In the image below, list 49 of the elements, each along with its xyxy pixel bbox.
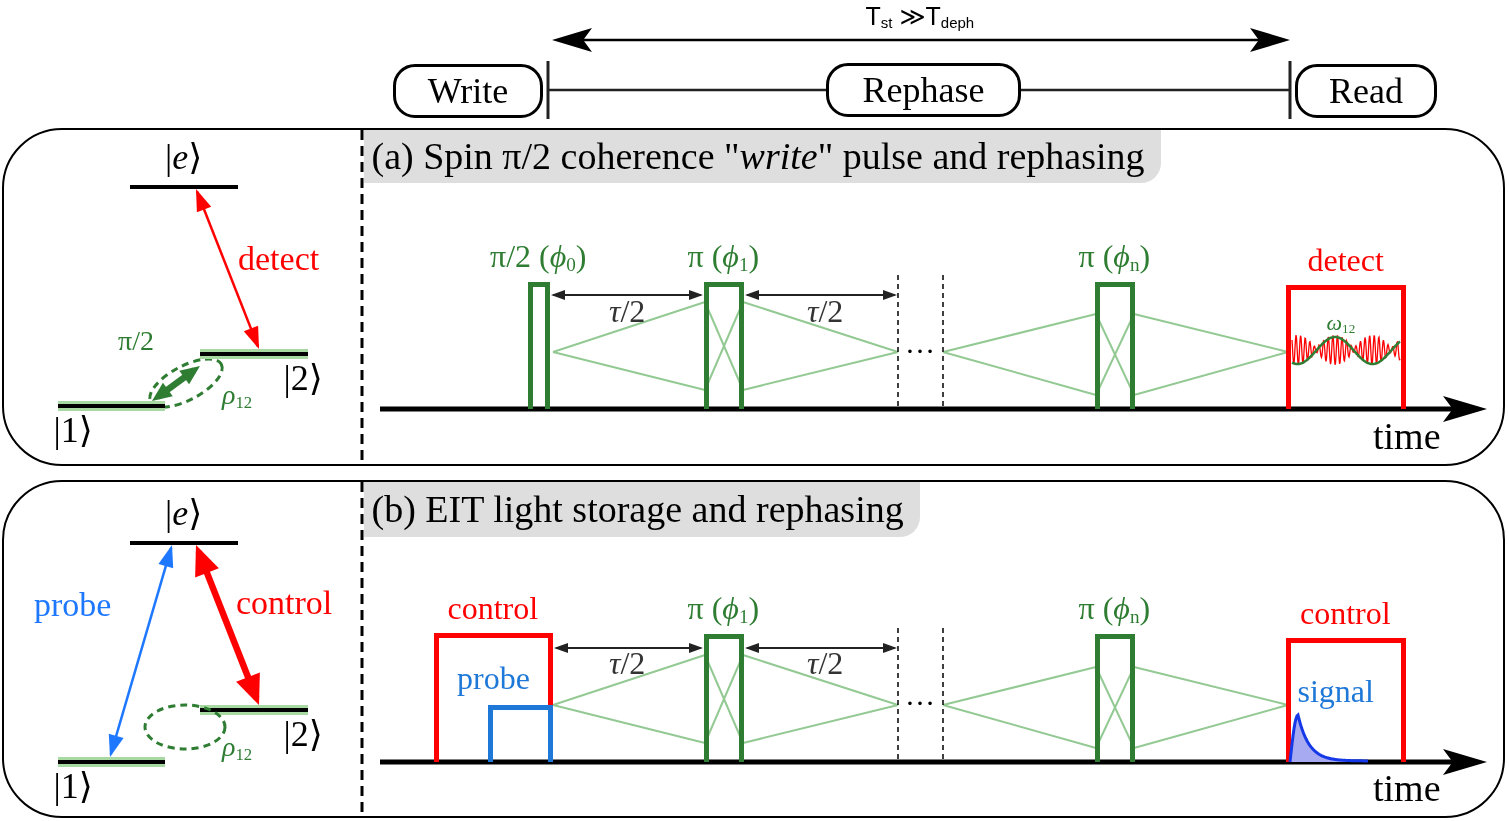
edge-label: π/2 (118, 326, 154, 357)
edge-label: τ/2 (807, 646, 844, 682)
pulse-label: control (447, 590, 539, 626)
stage-box: Write (393, 64, 543, 118)
state-label: |e⟩ (165, 493, 203, 534)
pulse-label: detect (1307, 242, 1384, 278)
pulse-label: π (ϕ$_{n}$) (1078, 238, 1151, 274)
stage-box: Read (1295, 64, 1437, 118)
panel-title: (b) EIT light storage and rephasing (363, 482, 920, 537)
state-label: |2⟩ (283, 358, 323, 399)
double-arrow (745, 290, 897, 300)
panel-frame (2, 128, 1505, 466)
edge-label: τ/2 (609, 294, 646, 330)
edge-label: detect (238, 240, 320, 278)
panel-frame (2, 480, 1505, 818)
axis-label: time (1373, 768, 1441, 810)
double-arrow (108, 545, 174, 757)
timeline-line (1021, 61, 1292, 119)
double-arrow (195, 545, 260, 705)
state-label: |e⟩ (165, 137, 203, 178)
ellipsis-text: … (905, 326, 935, 359)
timeline-line (546, 61, 826, 119)
double-arrow (745, 643, 897, 653)
state-label: |1⟩ (53, 410, 93, 451)
double-arrow (554, 643, 703, 653)
pulse-label: control (1300, 595, 1391, 631)
stage-box: Rephase (826, 63, 1021, 117)
pulse-label: probe (457, 660, 530, 696)
dimension-label: T$_{st}$ ≫T$_{deph}$ (865, 3, 975, 31)
coherence-label: ρ$_{12}$ (222, 380, 253, 411)
edge-label: τ/2 (807, 294, 844, 330)
frequency-label: ω$_{12}$ (1326, 311, 1356, 336)
edge-label: probe (34, 586, 112, 624)
edge-label: τ/2 (609, 646, 646, 682)
double-arrow (551, 290, 703, 300)
coherence-label: ρ$_{12}$ (222, 732, 253, 763)
pulse-label: signal (1297, 673, 1374, 709)
pulse-label: π/2 (ϕ$_{0}$) (490, 238, 587, 274)
axis-label: time (1373, 416, 1441, 458)
pulse-label: π (ϕ$_{n}$) (1078, 590, 1151, 626)
panel-title: (a) Spin π/2 coherence "write" pulse and rephasing (363, 130, 1161, 183)
pulse-label: π (ϕ$_{1}$) (687, 238, 760, 274)
state-label: |2⟩ (283, 714, 323, 755)
double-arrow (195, 189, 260, 349)
state-label: |1⟩ (53, 766, 93, 807)
ringed-double-arrow (148, 357, 224, 409)
ellipsis-text: … (905, 678, 935, 711)
edge-label: control (236, 584, 333, 622)
pulse-label: π (ϕ$_{1}$) (687, 590, 760, 626)
